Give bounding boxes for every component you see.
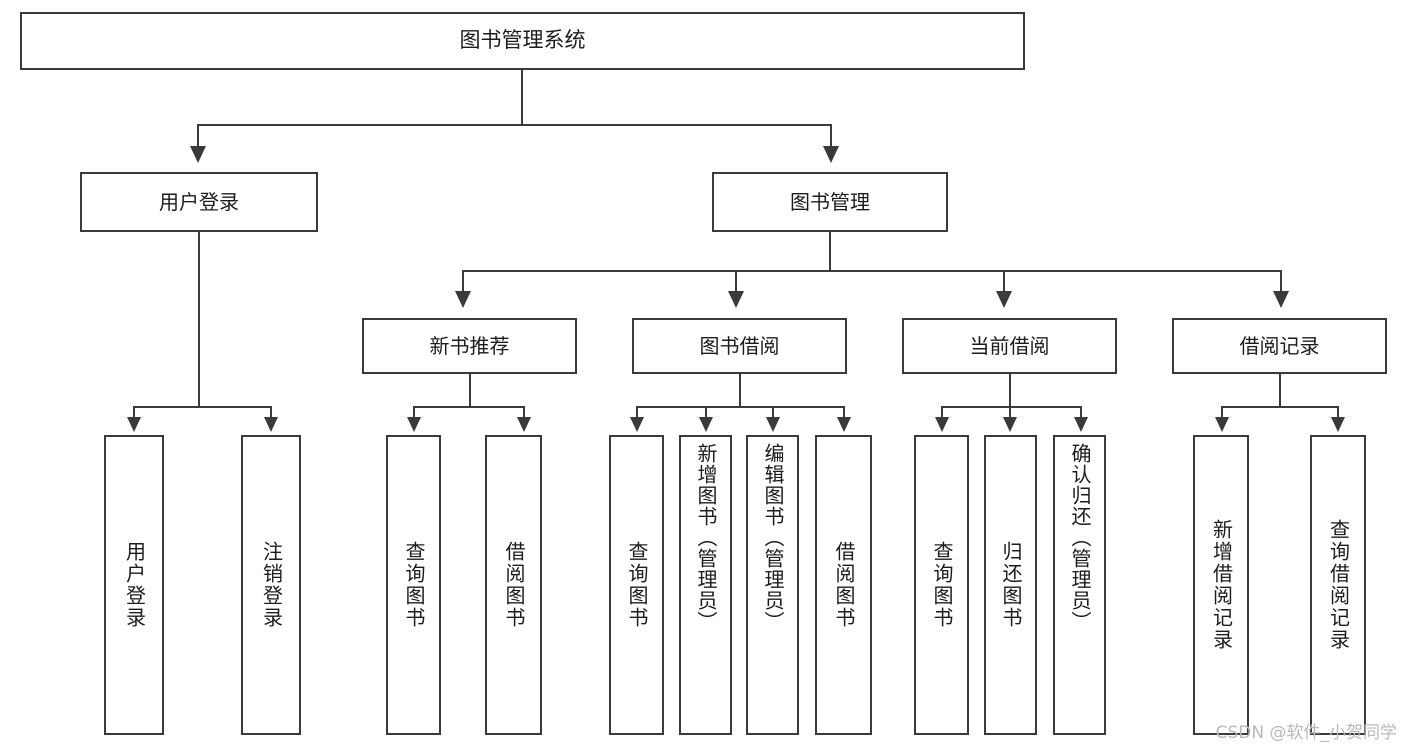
- arrow-to-leaf-query-record: [1331, 417, 1345, 432]
- connector-current-borrow-drop-1: [941, 406, 943, 418]
- node-label: 当前借阅: [969, 333, 1050, 358]
- leaf-label: 查询借阅记录: [1326, 519, 1351, 651]
- leaf-query-book-recommend[interactable]: 查询图书: [386, 435, 441, 735]
- connector-root-drop-right: [830, 124, 832, 148]
- arrow-to-leaf-borrow-book-2: [837, 417, 851, 432]
- node-label: 图书管理: [790, 189, 870, 214]
- leaf-label: 编辑图书（管理员）: [761, 443, 785, 632]
- connector-root-bus: [197, 124, 832, 126]
- connector-current-borrow-bus: [941, 406, 1081, 408]
- node-label: 用户登录: [159, 189, 239, 214]
- node-root-book-management-system[interactable]: 图书管理系统: [20, 12, 1025, 70]
- arrow-to-leaf-query-book-3: [935, 417, 949, 432]
- leaf-user-login[interactable]: 用户登录: [104, 435, 164, 735]
- arrow-to-current-borrow: [996, 291, 1012, 308]
- arrow-to-book-borrow: [728, 291, 744, 308]
- leaf-label: 查询图书: [930, 541, 954, 629]
- leaf-edit-book-admin[interactable]: 编辑图书（管理员）: [746, 435, 799, 735]
- arrow-to-new-book-recommend: [455, 291, 471, 308]
- connector-book-borrow-bus: [636, 406, 844, 408]
- node-book-borrow[interactable]: 图书借阅: [632, 318, 847, 374]
- node-label: 图书管理系统: [459, 28, 586, 53]
- arrow-to-leaf-logout: [264, 417, 278, 432]
- connector-current-borrow-drop-2: [1009, 406, 1011, 418]
- connector-level2-bus: [462, 270, 1280, 272]
- leaf-label: 归还图书: [999, 541, 1023, 629]
- arrow-to-leaf-user-login: [127, 417, 141, 432]
- leaf-label: 借阅图书: [502, 541, 526, 629]
- node-label: 借阅记录: [1239, 333, 1320, 358]
- leaf-add-book-admin[interactable]: 新增图书（管理员）: [679, 435, 732, 735]
- connector-level2-drop-3: [1003, 270, 1005, 292]
- node-user-login[interactable]: 用户登录: [80, 172, 318, 232]
- leaf-borrow-book-borrow[interactable]: 借阅图书: [815, 435, 872, 735]
- node-label: 图书借阅: [699, 333, 780, 358]
- connector-new-book-drop-2: [523, 406, 525, 418]
- node-new-book-recommend[interactable]: 新书推荐: [362, 318, 577, 374]
- connector-user-login-drop-1: [133, 406, 135, 418]
- arrow-to-leaf-return-book: [1003, 417, 1017, 432]
- arrow-to-leaf-query-book-1: [407, 417, 421, 432]
- connector-new-book-bus: [413, 406, 524, 408]
- arrow-to-leaf-confirm-return: [1074, 417, 1088, 432]
- leaf-query-book-current[interactable]: 查询图书: [914, 435, 969, 735]
- connector-borrow-record-drop-2: [1337, 406, 1339, 418]
- arrow-to-leaf-add-book: [699, 417, 713, 432]
- leaf-label: 用户登录: [122, 541, 147, 629]
- connector-user-login-bus: [133, 406, 271, 408]
- connector-user-login-stem: [198, 232, 200, 408]
- node-borrow-record[interactable]: 借阅记录: [1172, 318, 1387, 374]
- leaf-label: 借阅图书: [832, 541, 856, 629]
- connector-book-management-stem: [829, 232, 831, 272]
- connector-book-borrow-stem: [739, 374, 741, 406]
- leaf-query-borrow-record[interactable]: 查询借阅记录: [1310, 435, 1366, 735]
- connector-level2-drop-4: [1280, 270, 1282, 292]
- arrow-to-user-login: [190, 146, 206, 163]
- arrow-to-book-management: [823, 146, 839, 163]
- connector-root-drop-left: [197, 124, 199, 148]
- leaf-confirm-return-admin[interactable]: 确认归还（管理员）: [1053, 435, 1106, 735]
- leaf-add-borrow-record[interactable]: 新增借阅记录: [1193, 435, 1249, 735]
- connector-borrow-record-drop-1: [1221, 406, 1223, 418]
- leaf-label: 查询图书: [402, 541, 426, 629]
- connector-user-login-drop-2: [270, 406, 272, 418]
- arrow-to-leaf-add-record: [1215, 417, 1229, 432]
- connector-current-borrow-drop-3: [1080, 406, 1082, 418]
- connector-level2-drop-2: [735, 270, 737, 292]
- leaf-label: 注销登录: [259, 541, 284, 629]
- connector-new-book-drop-1: [413, 406, 415, 418]
- connector-book-borrow-drop-1: [636, 406, 638, 418]
- leaf-label: 确认归还（管理员）: [1068, 443, 1092, 632]
- connector-book-borrow-drop-3: [772, 406, 774, 418]
- leaf-label: 查询图书: [625, 541, 649, 629]
- connector-level2-drop-1: [462, 270, 464, 292]
- node-book-management[interactable]: 图书管理: [712, 172, 948, 232]
- connector-book-borrow-drop-2: [705, 406, 707, 418]
- arrow-to-leaf-borrow-book-1: [517, 417, 531, 432]
- connector-book-borrow-drop-4: [843, 406, 845, 418]
- leaf-query-book-borrow[interactable]: 查询图书: [609, 435, 664, 735]
- leaf-return-book[interactable]: 归还图书: [984, 435, 1037, 735]
- connector-root-stem: [521, 70, 523, 125]
- arrow-to-leaf-query-book-2: [630, 417, 644, 432]
- arrow-to-borrow-record: [1273, 291, 1289, 308]
- connector-borrow-record-stem: [1279, 374, 1281, 406]
- leaf-label: 新增借阅记录: [1209, 519, 1234, 651]
- leaf-label: 新增图书（管理员）: [694, 443, 718, 632]
- node-current-borrow[interactable]: 当前借阅: [902, 318, 1117, 374]
- arrow-to-leaf-edit-book: [766, 417, 780, 432]
- leaf-logout[interactable]: 注销登录: [241, 435, 301, 735]
- connector-current-borrow-stem: [1009, 374, 1011, 406]
- leaf-borrow-book-recommend[interactable]: 借阅图书: [485, 435, 542, 735]
- connector-new-book-stem: [469, 374, 471, 406]
- connector-borrow-record-bus: [1221, 406, 1338, 408]
- node-label: 新书推荐: [429, 333, 510, 358]
